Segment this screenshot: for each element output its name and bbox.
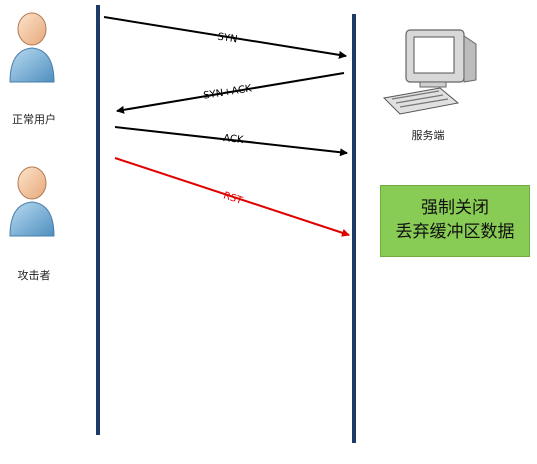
rst-label: RST xyxy=(222,190,245,207)
normal-user-icon xyxy=(9,12,55,83)
ack-arrow xyxy=(114,126,348,157)
syn-label: SYN xyxy=(217,32,238,46)
normal-user-label: 正常用户 xyxy=(12,113,56,126)
result-box: 强制关闭 丢弃缓冲区数据 xyxy=(380,185,530,257)
attacker-label: 攻击者 xyxy=(17,269,51,282)
result-line-1: 强制关闭 xyxy=(421,198,489,219)
syn-arrow xyxy=(103,16,347,59)
syn-ack-label: SYN+ACK xyxy=(203,83,253,102)
rst-arrow xyxy=(114,157,350,237)
server-computer-icon xyxy=(382,29,477,115)
syn-ack-arrow xyxy=(116,72,345,114)
ack-label: ACK xyxy=(223,133,245,146)
result-line-2: 丢弃缓冲区数据 xyxy=(395,222,515,242)
server-label: 服务端 xyxy=(411,129,445,142)
attacker-icon xyxy=(9,166,55,237)
